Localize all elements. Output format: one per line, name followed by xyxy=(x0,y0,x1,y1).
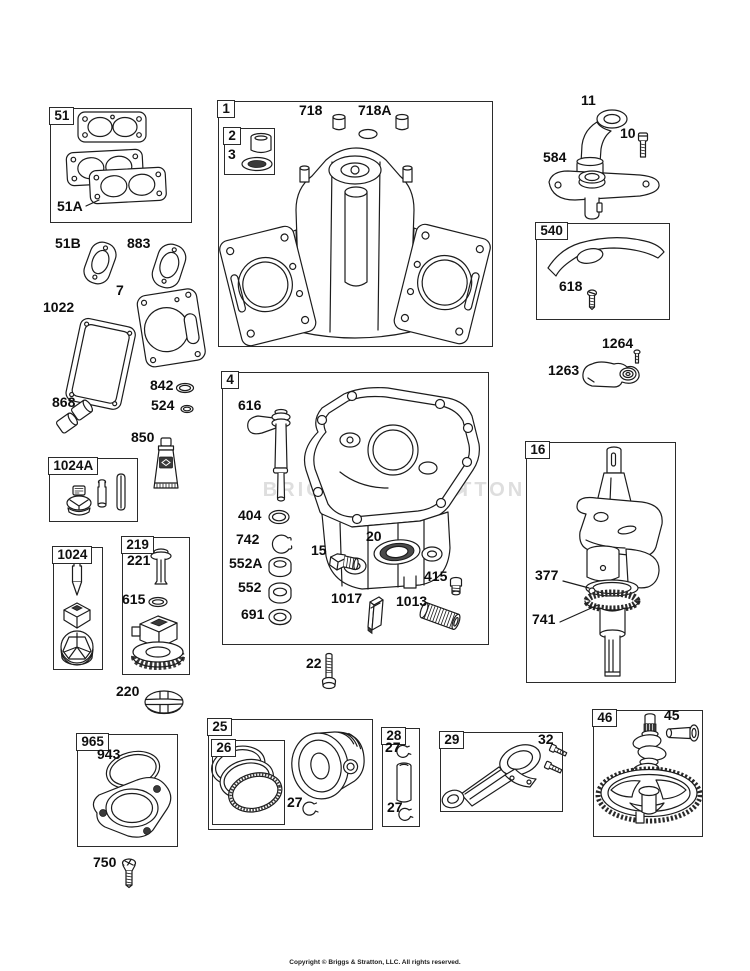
group-label-540: 540 xyxy=(535,222,568,241)
callout-377: 377 xyxy=(535,567,559,583)
callout-3: 3 xyxy=(228,146,236,162)
exhaust-gaskets-art xyxy=(65,241,206,410)
crankshaft-art xyxy=(559,446,663,677)
callout-1264: 1264 xyxy=(602,335,634,351)
callout-415: 415 xyxy=(424,568,448,584)
callout-584: 584 xyxy=(543,149,567,165)
group-label-46: 46 xyxy=(592,709,618,728)
callout-32: 32 xyxy=(538,731,554,747)
callout-618: 618 xyxy=(559,278,583,294)
callout-524: 524 xyxy=(151,397,175,413)
piston-rings-art xyxy=(211,731,365,816)
callout-51b: 51B xyxy=(55,235,81,251)
group-label-1: 1 xyxy=(217,100,235,119)
callout-616: 616 xyxy=(238,397,262,413)
part-group-1: 1 xyxy=(217,100,493,347)
callout-220: 220 xyxy=(116,683,140,699)
callout-552: 552 xyxy=(238,579,262,595)
intake-gaskets-art xyxy=(65,111,167,207)
callout-883: 883 xyxy=(127,235,151,251)
small-seals-art xyxy=(55,382,195,489)
kit-1024a-art xyxy=(66,473,126,516)
callout-7: 7 xyxy=(116,282,124,298)
callout-1017: 1017 xyxy=(331,590,363,606)
callout-1013: 1013 xyxy=(396,593,428,609)
callout-11: 11 xyxy=(581,92,596,108)
callout-718: 718 xyxy=(299,102,323,118)
oil-fill-tube-art xyxy=(548,109,660,220)
group-label-16: 16 xyxy=(525,441,551,460)
part-group-25: 25 xyxy=(207,718,373,830)
callout-552a: 552A xyxy=(229,555,263,571)
part-group-1024a: 1024A xyxy=(48,457,138,522)
part-group-16: 16 xyxy=(525,441,676,683)
part-group-1024: 1024 xyxy=(52,546,103,670)
group-label-28: 28 xyxy=(381,727,407,746)
wrist-pin-art xyxy=(396,744,414,821)
callout-691: 691 xyxy=(241,606,265,622)
part-group-219: 219 xyxy=(121,536,190,675)
group-label-26: 26 xyxy=(211,739,237,758)
callout-750: 750 xyxy=(93,854,117,870)
group-label-4: 4 xyxy=(221,371,239,390)
part-group-51: 51 xyxy=(49,107,192,223)
group-label-2: 2 xyxy=(223,127,241,146)
part-group-4: 4 xyxy=(221,371,489,645)
breather-cover-art xyxy=(92,750,172,889)
group-label-1024a: 1024A xyxy=(48,457,99,476)
callout-27-pin-top: 27 xyxy=(385,739,401,755)
callout-615: 615 xyxy=(122,591,146,607)
part-group-965: 965 xyxy=(76,733,178,847)
group-label-1024: 1024 xyxy=(52,546,93,565)
camshaft-art xyxy=(595,713,703,824)
disc-220-art xyxy=(144,690,184,715)
callout-10: 10 xyxy=(620,125,636,141)
part-group-2: 2 xyxy=(223,127,275,175)
copyright-notice: Copyright © Briggs & Stratton, LLC. All … xyxy=(289,959,461,966)
oil-pump-art xyxy=(131,548,185,670)
callout-51a: 51A xyxy=(57,198,83,214)
group-label-51: 51 xyxy=(49,107,75,126)
governor-link-art xyxy=(582,349,641,388)
callout-742: 742 xyxy=(236,531,260,547)
callout-1263: 1263 xyxy=(548,362,580,378)
group-label-25: 25 xyxy=(207,718,233,737)
part-group-29: 29 xyxy=(439,731,563,812)
group-label-29: 29 xyxy=(439,731,465,750)
callout-221: 221 xyxy=(127,552,151,568)
callout-27-pin-bottom: 27 xyxy=(387,799,403,815)
callout-27-piston: 27 xyxy=(287,794,303,810)
part-group-46: 46 xyxy=(592,709,703,837)
part-group-26: 26 xyxy=(211,739,285,825)
callout-20: 20 xyxy=(366,528,382,544)
part-group-540: 540 xyxy=(535,222,670,320)
callout-718a: 718A xyxy=(358,102,392,118)
callout-404: 404 xyxy=(238,507,262,523)
connecting-rod-art xyxy=(441,743,568,809)
callout-741: 741 xyxy=(532,611,556,627)
cylinder-block-art xyxy=(219,113,491,347)
callout-15: 15 xyxy=(311,542,327,558)
callout-868: 868 xyxy=(52,394,76,410)
callout-943: 943 xyxy=(97,746,121,762)
sump-art xyxy=(247,387,480,635)
group-label-965: 965 xyxy=(76,733,109,752)
screw-22-art xyxy=(321,652,337,690)
callout-850: 850 xyxy=(131,429,155,445)
callout-1022: 1022 xyxy=(43,299,75,315)
sealant-tube-art xyxy=(153,437,179,489)
callout-842: 842 xyxy=(150,377,174,393)
part-group-28: 28 xyxy=(381,727,420,827)
callout-22: 22 xyxy=(306,655,322,671)
shield-540-art xyxy=(547,237,665,311)
group-label-219: 219 xyxy=(121,536,154,555)
callout-45: 45 xyxy=(664,707,680,723)
